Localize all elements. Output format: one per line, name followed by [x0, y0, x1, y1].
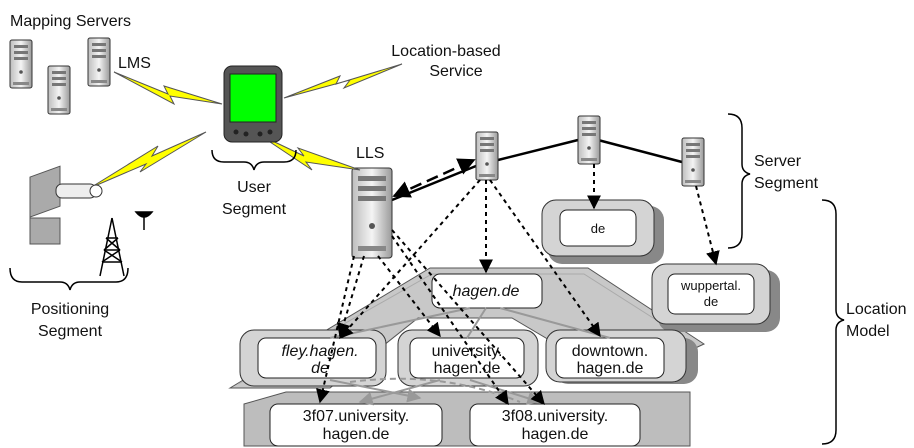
positioning-segment-label-2: Segment	[38, 323, 103, 340]
location-model-label-1: Location	[846, 301, 907, 318]
zone-3f08: 3f08.university. hagen.de	[469, 403, 641, 447]
zone-3f07-label-2: hagen.de	[323, 426, 390, 443]
zone-hagen: hagen.de	[431, 273, 543, 309]
zone-wuppertal: wuppertal. de	[651, 263, 780, 332]
zone-wuppertal-label-1: wuppertal.	[680, 278, 741, 293]
server-de	[577, 115, 601, 165]
zone-hagen-label: hagen.de	[453, 283, 520, 300]
server-wuppertal	[681, 137, 705, 187]
server-segment-label-1: Server	[754, 153, 802, 170]
user-segment-brace	[211, 149, 297, 171]
positioning-segment-label-1: Positioning	[31, 301, 109, 318]
server-links	[391, 138, 683, 202]
mapping-server-1	[9, 39, 33, 89]
zone-fley: fley.hagen. de	[239, 329, 387, 387]
zone-university-label-1: university.	[432, 343, 503, 360]
zone-de: de	[541, 199, 664, 264]
positioning-segment-brace	[9, 267, 129, 291]
server-segment-label-2: Segment	[754, 175, 819, 192]
zone-3f08-label-1: 3f08.university.	[502, 408, 608, 425]
zone-3f07: 3f07.university. hagen.de	[269, 403, 443, 447]
zone-fley-label-2: de	[311, 360, 329, 377]
zone-downtown: downtown. hagen.de	[545, 329, 698, 384]
mapping-servers-label: Mapping Servers	[10, 13, 131, 30]
location-model-brace	[821, 199, 845, 445]
lls-query-arrow	[392, 158, 476, 198]
zone-wuppertal-label-2: de	[704, 294, 718, 309]
user-segment-label-2: Segment	[222, 201, 287, 218]
location-based-service-label-1: Location-based	[391, 43, 500, 60]
zone-de-label: de	[591, 221, 605, 236]
server-segment-brace	[727, 113, 751, 249]
user-segment-label-1: User	[237, 179, 271, 196]
mapping-server-2	[47, 65, 71, 115]
location-model-label-2: Model	[846, 323, 890, 340]
lls-label: LLS	[356, 145, 384, 162]
mapping-arrows	[316, 164, 720, 406]
zone-fley-label-1: fley.hagen.	[281, 343, 358, 360]
zone-university: university. hagen.de	[397, 329, 539, 387]
zone-3f08-label-2: hagen.de	[522, 426, 589, 443]
zone-3f07-label-1: 3f07.university.	[303, 408, 409, 425]
zone-downtown-label-2: hagen.de	[577, 360, 644, 377]
zone-downtown-label-1: downtown.	[572, 343, 649, 360]
location-based-service-label-2: Service	[429, 63, 482, 80]
server-university	[475, 131, 499, 181]
zone-university-label-2: hagen.de	[434, 360, 501, 377]
mapping-server-3	[87, 37, 111, 87]
lms-label: LMS	[118, 55, 151, 72]
pda-icon	[223, 65, 283, 143]
server-lls	[351, 167, 393, 259]
antenna-tower-icon	[99, 211, 154, 277]
satellite-icon	[29, 165, 103, 245]
